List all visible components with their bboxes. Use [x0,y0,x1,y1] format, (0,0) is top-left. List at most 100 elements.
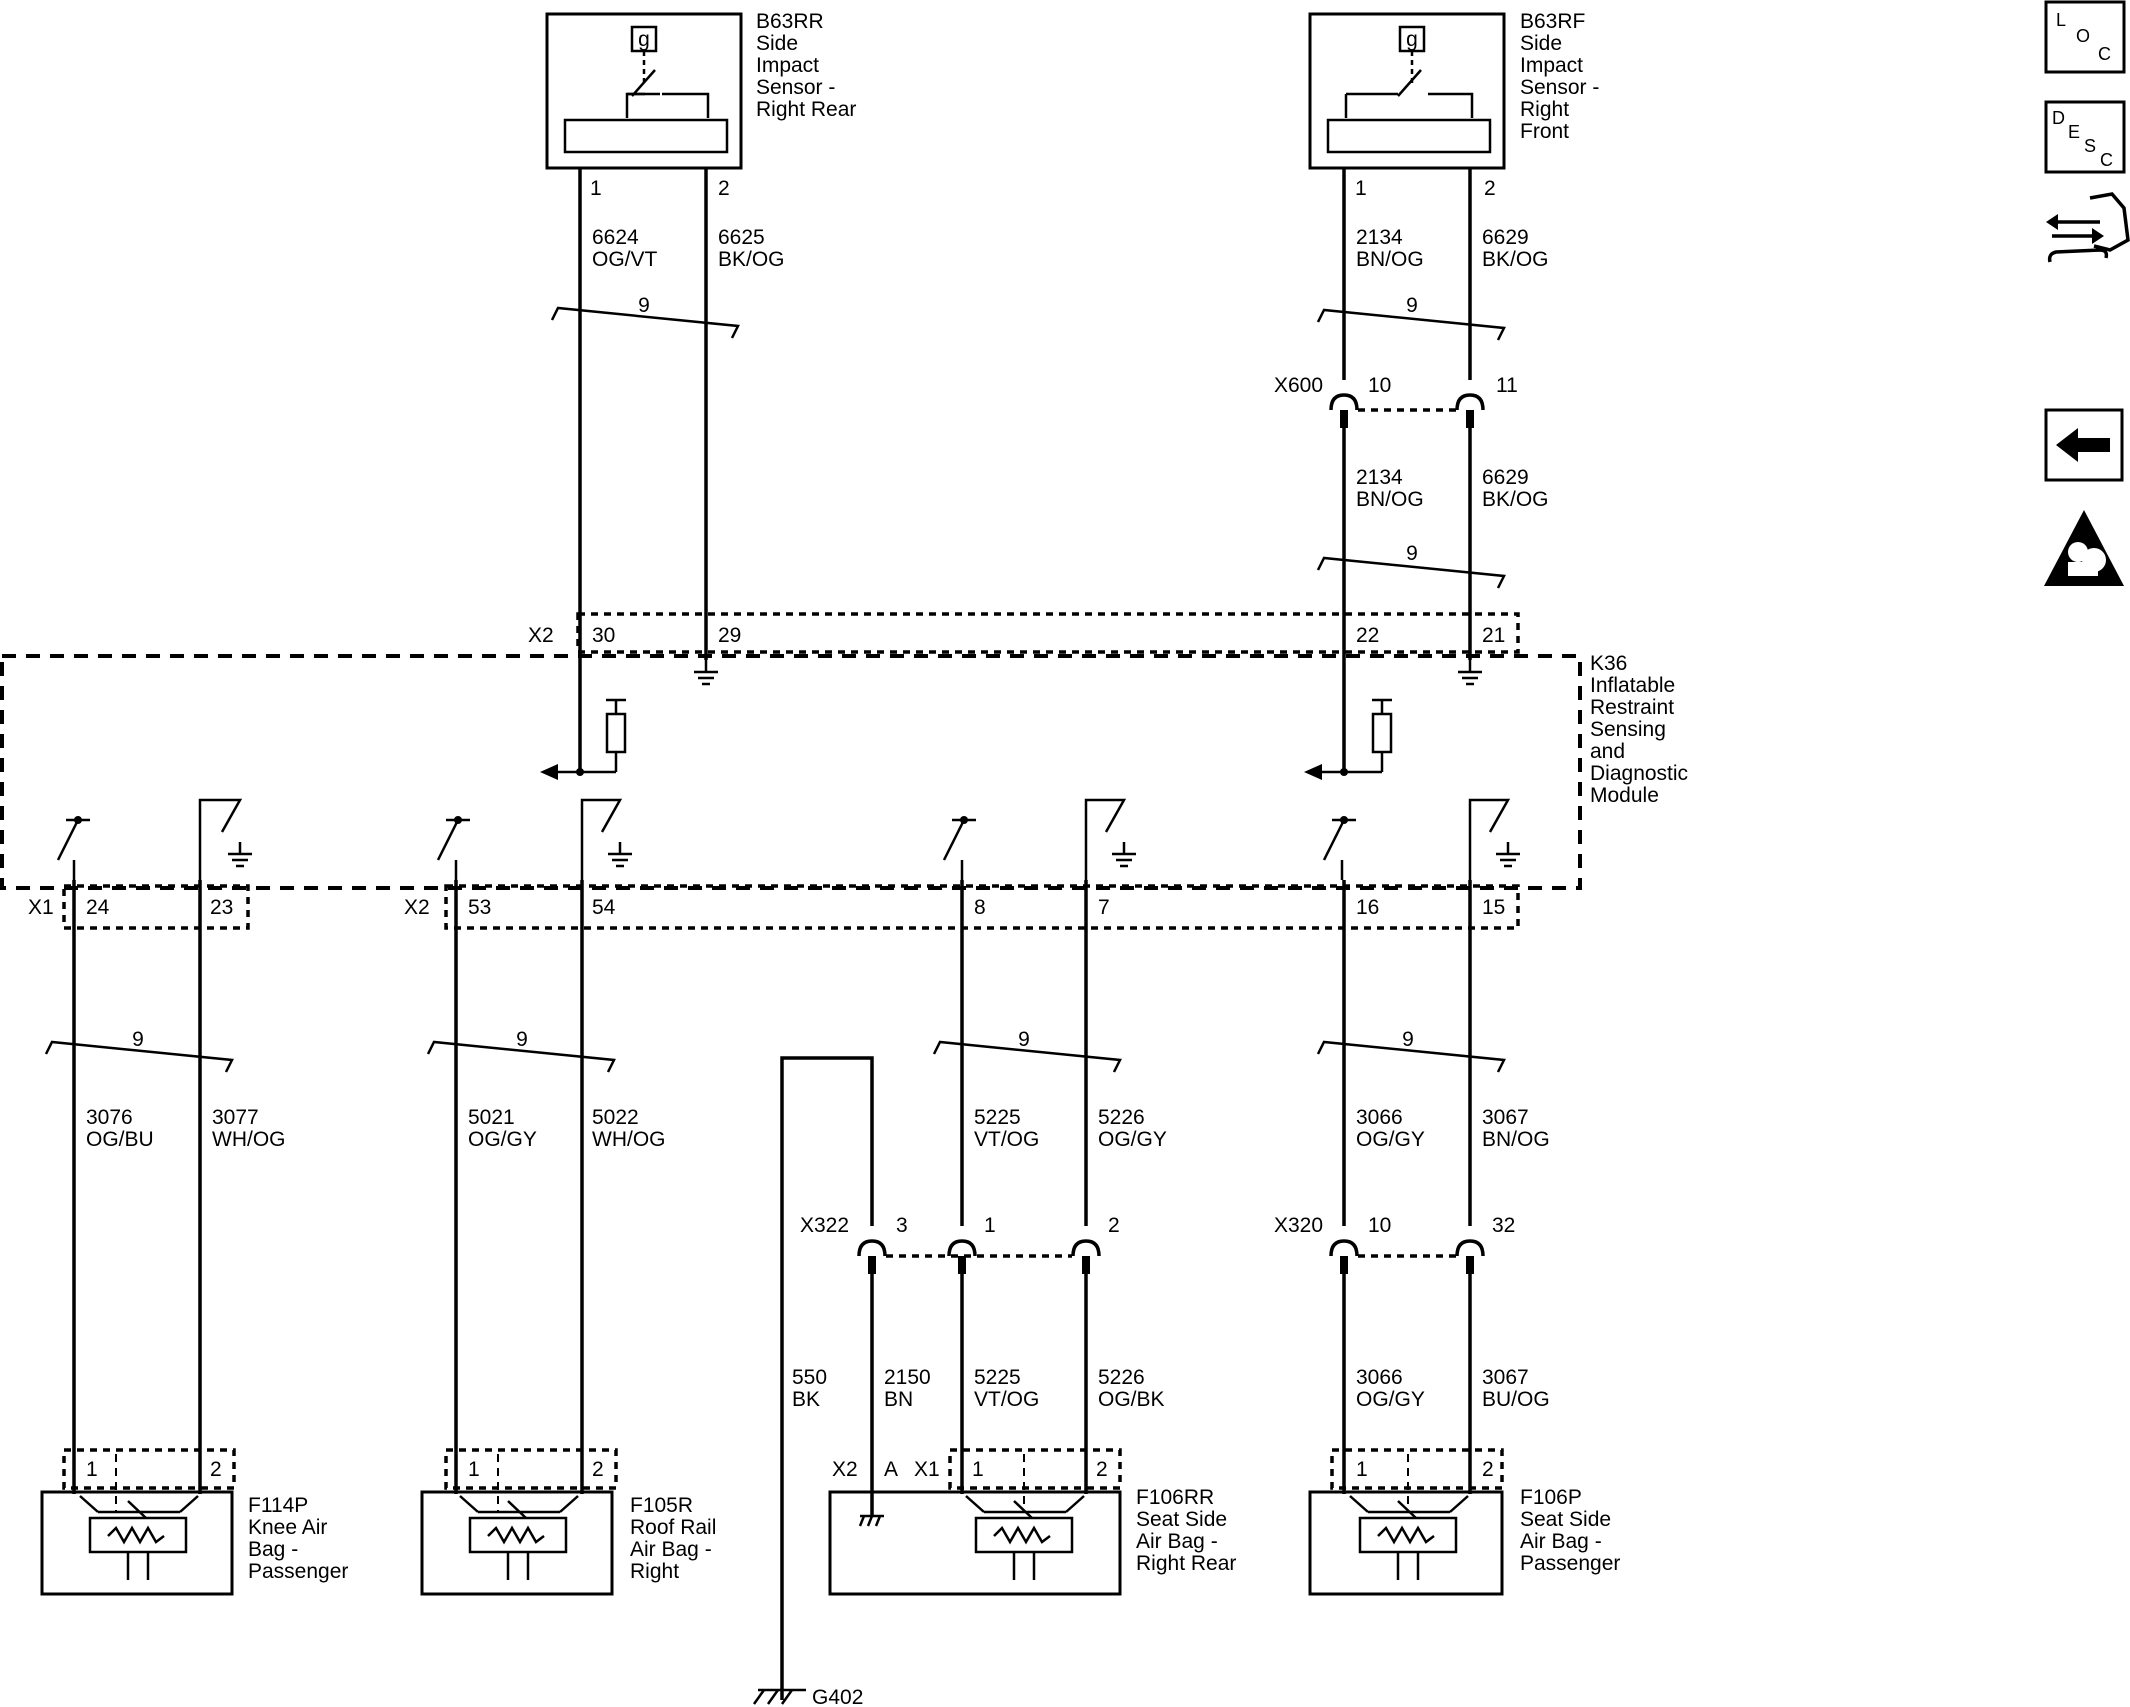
f114p-desc: Knee Air Bag - Passenger [248,1516,348,1583]
wire-2134-color: BN/OG [1356,248,1424,271]
x1-pin24: 24 [86,896,110,919]
k36-low-side-switches [198,798,1522,880]
x322-pin2: 2 [1108,1214,1120,1237]
airbag-warning-icon [2044,510,2124,586]
wire-3077-circuit: 3077 [212,1106,259,1129]
wires-f106p: 9 3066 OG/GY 3067 BN/OG X320 10 32 3066 … [1274,880,1550,1494]
wire-3066b-color: OG/GY [1356,1388,1425,1411]
connector-end-view-icon[interactable] [2046,192,2130,263]
f106rr-conn-x2: X2 [832,1458,858,1481]
f106rr-pin-a: A [884,1458,898,1481]
x2-top-pin30: 30 [592,624,615,647]
b63rf-pin2: 2 [1484,177,1496,200]
wire-2134b-circuit: 2134 [1356,466,1403,489]
wire-3067b-circuit: 3067 [1482,1366,1529,1389]
wire-5021-circuit: 5021 [468,1106,515,1129]
x2-top-pin22: 22 [1356,624,1379,647]
b63rf-sensor: g B63RF Side Impact Sensor - Right Front… [1308,10,1599,200]
b63rf-id: B63RF [1520,10,1585,33]
f106rr-conn-x1: X1 [914,1458,940,1481]
wires-f105r: 9 5021 OG/GY 5022 WH/OG [426,880,666,1494]
f114p-id: F114P [248,1494,308,1517]
desc-icon[interactable]: D E S C [2044,100,2126,174]
f105r-pin2: 2 [592,1458,604,1481]
f106p-pin2: 2 [1482,1458,1494,1481]
x1-name: X1 [28,896,54,919]
desc-letter-c: C [2100,150,2113,170]
wire-6629b-color: BK/OG [1482,488,1549,511]
f114p-airbag: 1 2 F114P Knee Air Bag - Passenger [40,1448,348,1596]
x2-bottom-pin16: 16 [1356,896,1379,919]
twist-label-3: 9 [1406,542,1418,565]
b63rr-desc: Side Impact Sensor - Right Rear [756,32,856,121]
x320-name: X320 [1274,1214,1323,1237]
f114p-pin1: 1 [86,1458,98,1481]
wire-6624-color: OG/VT [592,248,658,271]
wire-6629b-circuit: 6629 [1482,466,1529,489]
x320-pin32: 32 [1492,1214,1515,1237]
x2-top-pin21: 21 [1482,624,1505,647]
f106rr-desc: Seat Side Air Bag - Right Rear [1136,1508,1236,1575]
desc-letter-d: D [2052,108,2065,128]
loc-icon[interactable]: L O C [2044,0,2126,74]
wire-3076-circuit: 3076 [86,1106,133,1129]
x600-pin10: 10 [1368,374,1391,397]
wire-2134-circuit: 2134 [1356,226,1403,249]
f106rr-chassis-ground [858,1514,884,1527]
wire-2134b-color: BN/OG [1356,488,1424,511]
f105r-airbag: 1 2 F105R Roof Rail Air Bag - Right [420,1448,722,1596]
x2-bottom-pin54: 54 [592,896,616,919]
b63rr-pin1: 1 [590,177,602,200]
wire-3067-color: BN/OG [1482,1128,1550,1151]
k36-module: X2 30 29 22 21 K36 Inflatable Restraint … [0,612,1688,890]
x2-top-pin29: 29 [718,624,741,647]
f106rr-airbag: X2 A X1 1 2 F106RR Seat Side Air Bag - R… [828,1448,1236,1596]
k36-id: K36 [1590,652,1627,675]
b63rr-symbol: g [638,28,650,51]
wire-5022-circuit: 5022 [592,1106,639,1129]
wires-b63rr: 6624 OG/VT 6625 BK/OG 9 [550,168,785,772]
wire-6629-color: BK/OG [1482,248,1549,271]
loc-letter-l: L [2056,10,2066,30]
wire-6625-circuit: 6625 [718,226,765,249]
wire-3067-circuit: 3067 [1482,1106,1529,1129]
f105r-id: F105R [630,1494,693,1517]
f105r-pin1: 1 [468,1458,480,1481]
x322-pin3: 3 [896,1214,908,1237]
twist-label-6: 9 [1018,1028,1030,1051]
x600-name: X600 [1274,374,1323,397]
wire-5021-color: OG/GY [468,1128,537,1151]
x2-bottom-name: X2 [404,896,430,919]
twist-label-4: 9 [132,1028,144,1051]
wire-6624-circuit: 6624 [592,226,639,249]
f106rr-id: F106RR [1136,1486,1214,1509]
wire-5225b-circuit: 5225 [974,1366,1021,1389]
x320-pin10: 10 [1368,1214,1391,1237]
wire-5022-color: WH/OG [592,1128,666,1151]
wire-5226b-circuit: 5226 [1098,1366,1145,1389]
k36-high-side-switches [56,816,1356,880]
twist-label-1: 9 [638,294,650,317]
wire-5226-circuit: 5226 [1098,1106,1145,1129]
f106rr-pin2: 2 [1096,1458,1108,1481]
back-arrow-icon[interactable] [2044,408,2124,482]
b63rf-symbol: g [1406,28,1418,51]
desc-letter-s: S [2084,136,2096,156]
wire-5225-color: VT/OG [974,1128,1039,1151]
f106p-airbag: 1 2 F106P Seat Side Air Bag - Passenger [1308,1448,1620,1596]
b63rr-sensor: g B63RR Side Impact Sensor - Right Rear … [545,10,856,200]
f105r-desc: Roof Rail Air Bag - Right [630,1516,722,1583]
twist-label-5: 9 [516,1028,528,1051]
f106p-id: F106P [1520,1486,1582,1509]
wire-3077-color: WH/OG [212,1128,286,1151]
wire-6629-circuit: 6629 [1482,226,1529,249]
loc-letter-o: O [2076,26,2090,46]
x322-pin1: 1 [984,1214,996,1237]
x322-name: X322 [800,1214,849,1237]
wires-f106rr: 9 5225 VT/OG 5226 OG/GY X322 3 1 2 550 B… [780,880,1167,1700]
g402-label: G402 [812,1686,863,1707]
wire-550-circuit: 550 [792,1366,827,1389]
f114p-pin2: 2 [210,1458,222,1481]
f106p-pin1: 1 [1356,1458,1368,1481]
